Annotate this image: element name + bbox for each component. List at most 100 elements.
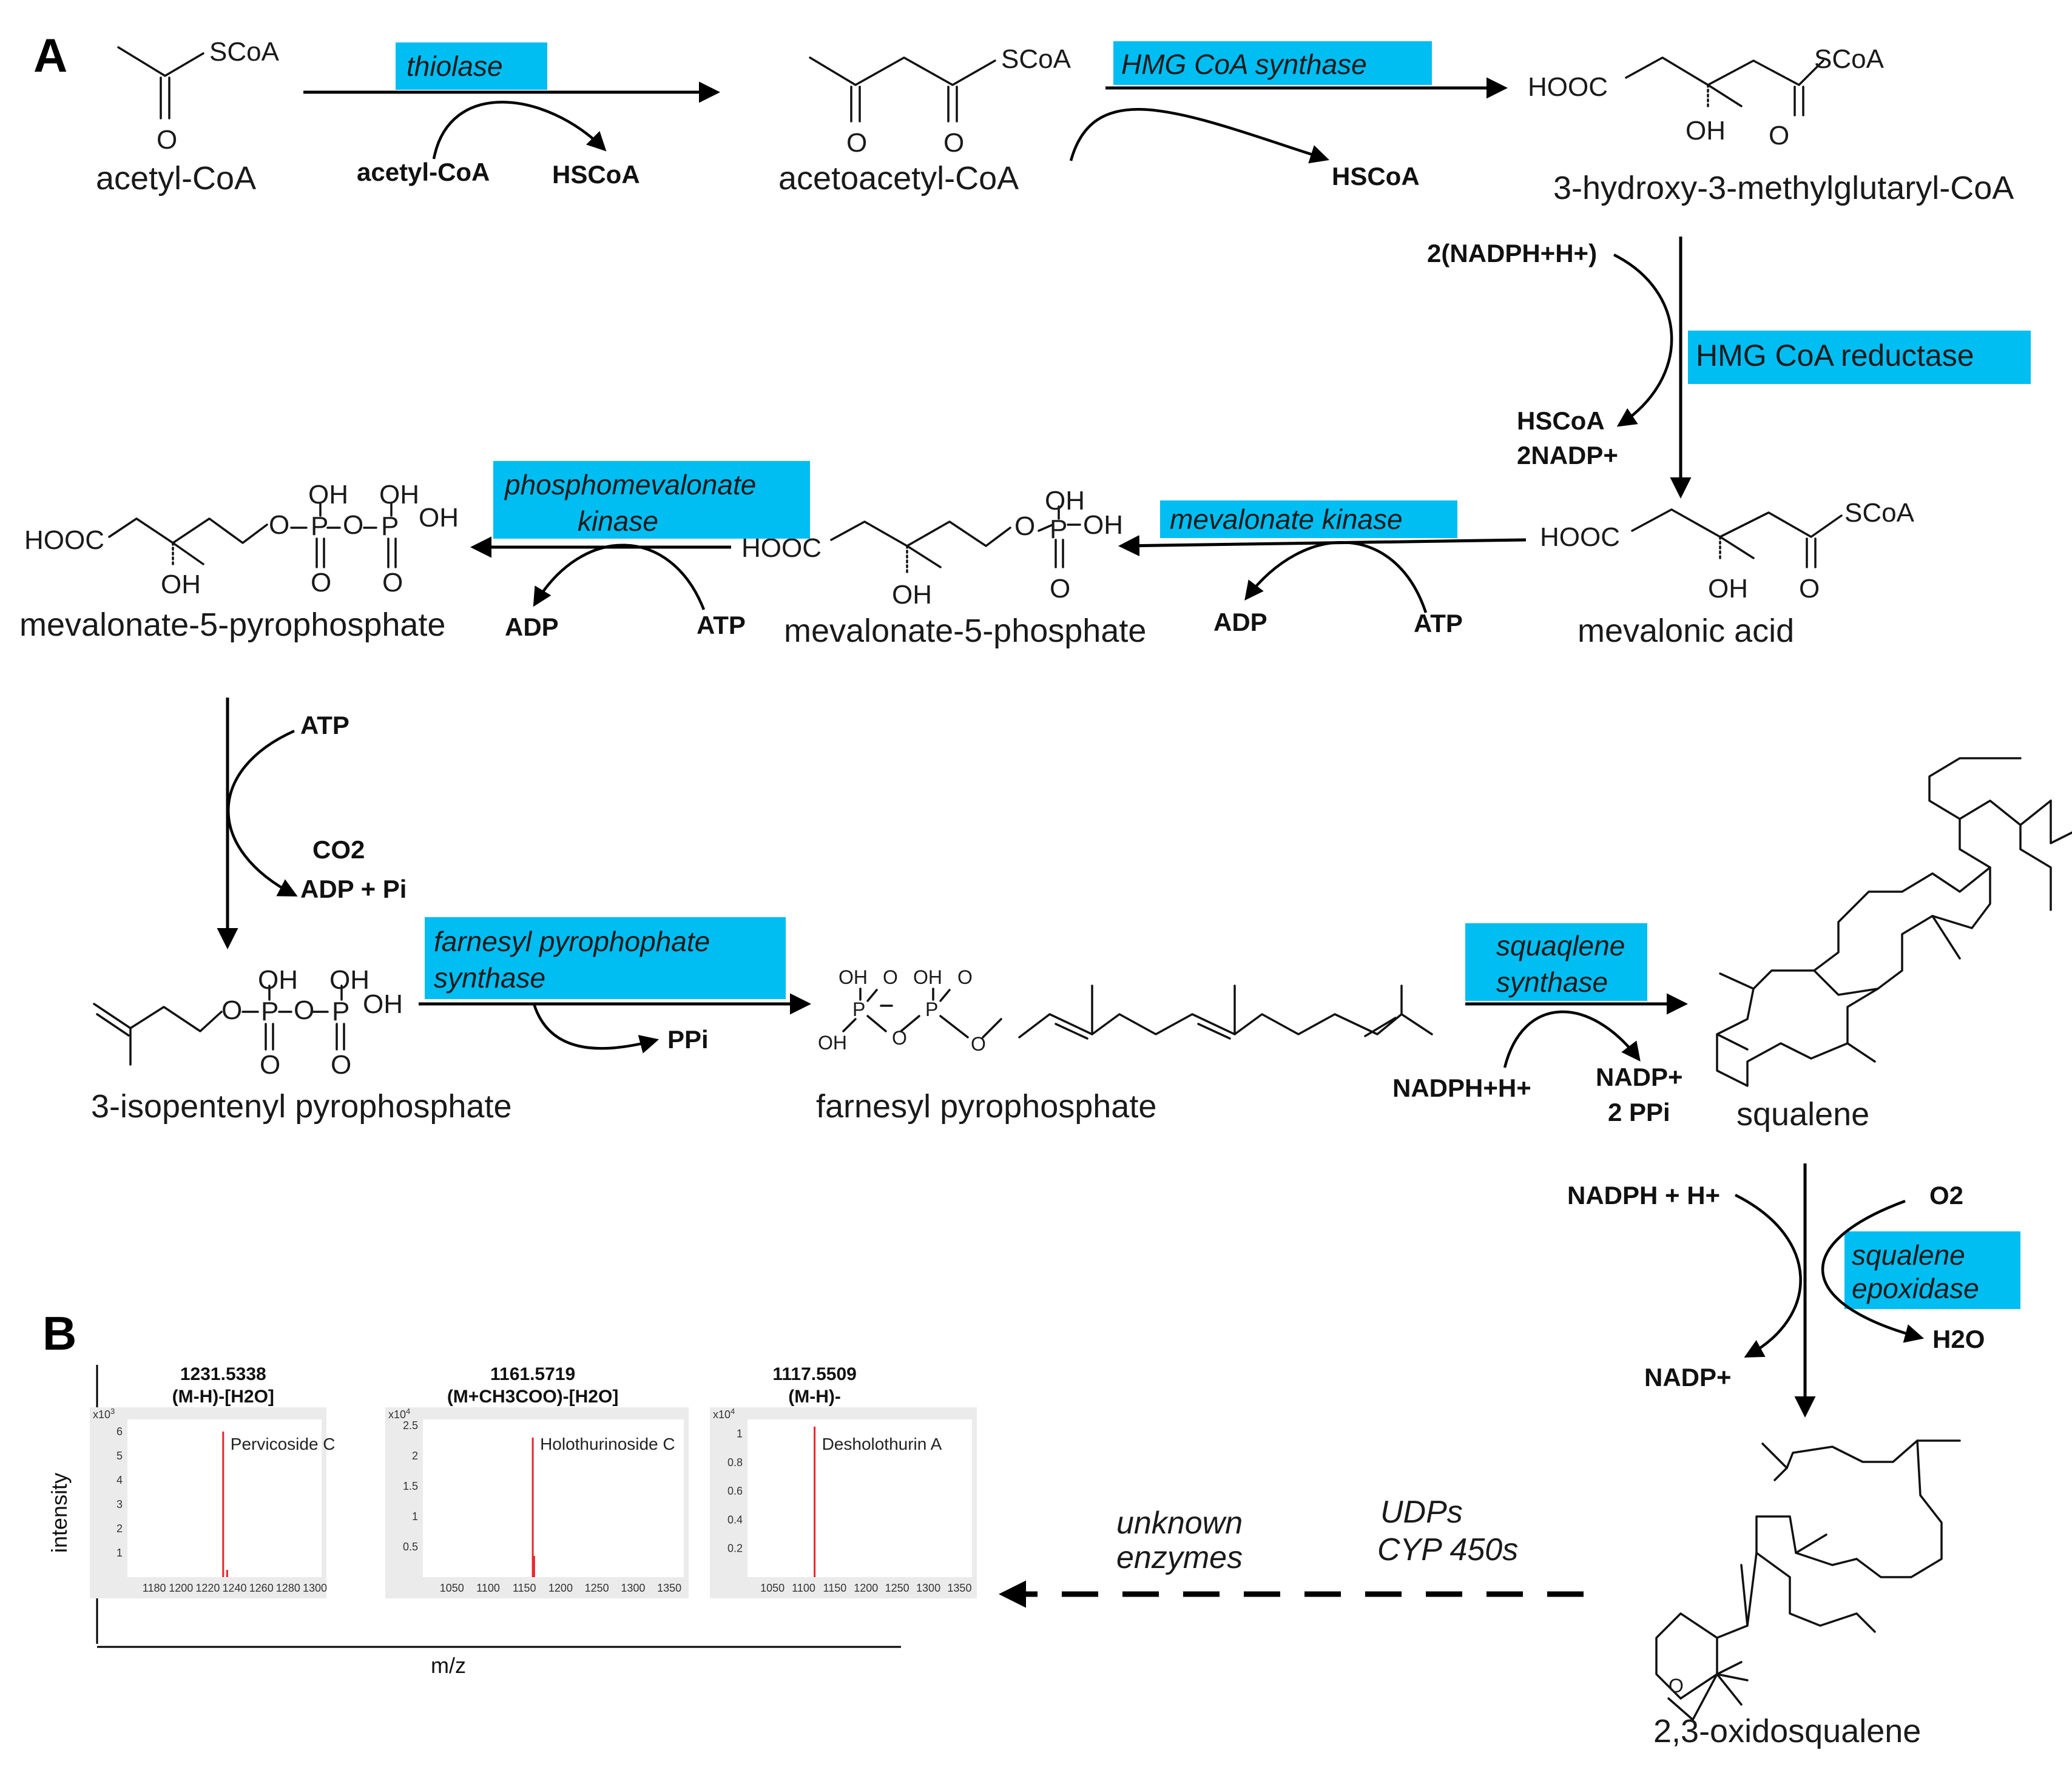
peak-mz-label: 1117.5509 xyxy=(772,1364,857,1384)
cofactor-ppi-fps: PPi xyxy=(667,1025,709,1054)
cofactor-adp-mk: ADP xyxy=(1213,608,1267,636)
arrow-hmg-synthase-cofactor xyxy=(1069,108,1330,164)
y-tick-label: 1 xyxy=(412,1510,418,1523)
cofactor-hscoa-3: HSCoA xyxy=(1517,406,1605,435)
atom-o: O xyxy=(846,128,867,158)
y-tick-label: 6 xyxy=(116,1425,123,1438)
mevalonic-acid-structure: HOOC OH O SCoA xyxy=(1540,498,1915,604)
acetyl-coa-structure: SCoA O xyxy=(117,37,280,155)
x-tick-label: 1050 xyxy=(760,1582,785,1594)
cofactor-acetyl-coa: acetyl-CoA xyxy=(357,158,490,186)
atom-oh: OH xyxy=(1686,116,1726,146)
cofactor-nadp-se: NADP+ xyxy=(1644,1363,1732,1392)
label-isopentenyl-pp: 3-isopentenyl pyrophosphate xyxy=(91,1088,511,1125)
x-tick-label: 1300 xyxy=(621,1582,645,1594)
arrow-phosphomevalonate-kinase-cofactor xyxy=(533,544,706,610)
enzyme-squalene-synthase-line1: squaqlene xyxy=(1496,930,1625,961)
atom-o: O xyxy=(221,995,242,1025)
atom-o: O xyxy=(331,1050,351,1080)
atom-p: P xyxy=(261,997,278,1026)
atom-oh: OH xyxy=(892,580,932,610)
cofactor-co2: CO2 xyxy=(312,835,365,864)
atom-o: O xyxy=(1050,574,1070,604)
isopentenyl-pp-structure: O P O P OH OH OH O O xyxy=(93,965,403,1080)
x-axis-label: m/z xyxy=(431,1653,466,1678)
arrow-fpp-synthase-cofactor xyxy=(532,1003,660,1054)
atom-oh-small: OH xyxy=(818,1032,847,1054)
acetoacetyl-coa-structure: SCoA O O xyxy=(809,44,1071,158)
peak-ion-label: (M+CH3COO)-[H2O] xyxy=(447,1387,619,1407)
x-tick-label: 1150 xyxy=(513,1582,536,1594)
atom-oh-small: OH xyxy=(913,966,942,988)
enzyme-box-mevalonate-kinase xyxy=(1160,500,1457,538)
y-tick-label: 2.5 xyxy=(403,1419,418,1432)
spectrum-plot-area xyxy=(127,1419,322,1577)
atom-o-small: O xyxy=(957,966,973,988)
cofactor-ppi-sqs: 2 PPi xyxy=(1608,1098,1670,1126)
cofactor-h2o-se: H2O xyxy=(1932,1325,1985,1353)
cofactor-adp-pmk: ADP xyxy=(505,613,559,641)
atom-oh: OH xyxy=(1708,574,1748,604)
x-tick-label: 1240 xyxy=(223,1582,247,1594)
cofactor-hscoa-1: HSCoA xyxy=(552,160,640,189)
atom-hooc: HOOC xyxy=(24,525,104,555)
peak-ion-label: (M-H)-[H2O] xyxy=(172,1387,274,1407)
spectrum-scale-exponent: 4 xyxy=(406,1407,410,1416)
enzyme-box-hmg-synthase xyxy=(1113,41,1432,85)
x-tick-label: 1250 xyxy=(585,1582,609,1594)
y-tick-label: 0.6 xyxy=(727,1485,743,1497)
cofactor-nadph-sqs: NADPH+H+ xyxy=(1392,1074,1531,1102)
label-hmg-coa: 3-hydroxy-3-methylglutaryl-CoA xyxy=(1553,170,2014,206)
enzyme-squalene-epoxidase-line2: epoxidase xyxy=(1852,1273,1979,1304)
cofactor-o2-se: O2 xyxy=(1929,1181,1963,1210)
atom-p: P xyxy=(381,511,399,541)
y-axis-label: intensity xyxy=(47,1473,72,1553)
y-tick-label: 1 xyxy=(737,1428,743,1440)
label-mevalonic-acid: mevalonic acid xyxy=(1578,613,1794,649)
label-acetoacetyl-coa: acetoacetyl-CoA xyxy=(778,160,1019,197)
hmg-coa-structure: HOOC OH O SCoA xyxy=(1528,44,1885,150)
atom-oh: OH xyxy=(419,503,459,533)
enzyme-mevalonate-kinase: mevalonate kinase xyxy=(1170,503,1403,535)
spectrum-scale-exponent: 3 xyxy=(110,1407,115,1416)
atom-o: O xyxy=(1014,511,1035,541)
label-farnesyl-pp: farnesyl pyrophosphate xyxy=(816,1088,1156,1125)
enzyme-phosphomevalonate-kinase-line2: kinase xyxy=(578,505,658,537)
atom-p: P xyxy=(332,997,349,1026)
atom-oh: OH xyxy=(161,570,201,599)
x-tick-label: 1200 xyxy=(169,1582,193,1594)
arrow-squalene-epoxidase-cofactor-left xyxy=(1734,1193,1802,1358)
y-tick-label: 2 xyxy=(412,1450,418,1462)
cofactor-nadph-se: NADPH + H+ xyxy=(1567,1181,1720,1210)
x-tick-label: 1200 xyxy=(548,1582,573,1594)
label-acetyl-coa: acetyl-CoA xyxy=(96,160,256,197)
atom-o: O xyxy=(294,995,314,1025)
cofactor-atp-mk: ATP xyxy=(1414,609,1463,638)
atom-o: O xyxy=(311,568,331,597)
spectrum-scale-exponent: 4 xyxy=(731,1407,735,1416)
spectrum-plot-area xyxy=(747,1419,972,1577)
enzyme-fpp-synthase-line1: farnesyl pyrophophate xyxy=(434,926,710,957)
atom-o: O xyxy=(157,125,177,155)
label-udps: UDPs xyxy=(1380,1495,1463,1530)
enzyme-box-squalene-epoxidase xyxy=(1844,1231,2020,1309)
y-tick-label: 4 xyxy=(116,1474,123,1486)
peak-mz-label: 1231.5338 xyxy=(180,1364,266,1384)
atom-oh-small: OH xyxy=(839,966,868,988)
x-tick-label: 1260 xyxy=(249,1582,274,1594)
atom-oh: OH xyxy=(1045,486,1085,516)
panel-label-b: B xyxy=(42,1307,76,1360)
enzyme-box-thiolase xyxy=(396,42,547,90)
x-tick-label: 1100 xyxy=(476,1582,500,1594)
y-tick-label: 0.2 xyxy=(727,1543,743,1555)
y-tick-label: 3 xyxy=(116,1498,123,1510)
spectrum-scale-label: x104 xyxy=(388,1407,410,1421)
atom-oh: OH xyxy=(258,965,298,995)
y-tick-label: 0.8 xyxy=(727,1456,743,1469)
label-mevalonate-5-phosphate: mevalonate-5-phosphate xyxy=(784,613,1146,649)
x-tick-label: 1300 xyxy=(303,1582,327,1594)
atom-p: P xyxy=(1050,514,1067,544)
atom-scoa: SCoA xyxy=(209,37,280,67)
arrow-thiolase-cofactor xyxy=(432,101,607,160)
